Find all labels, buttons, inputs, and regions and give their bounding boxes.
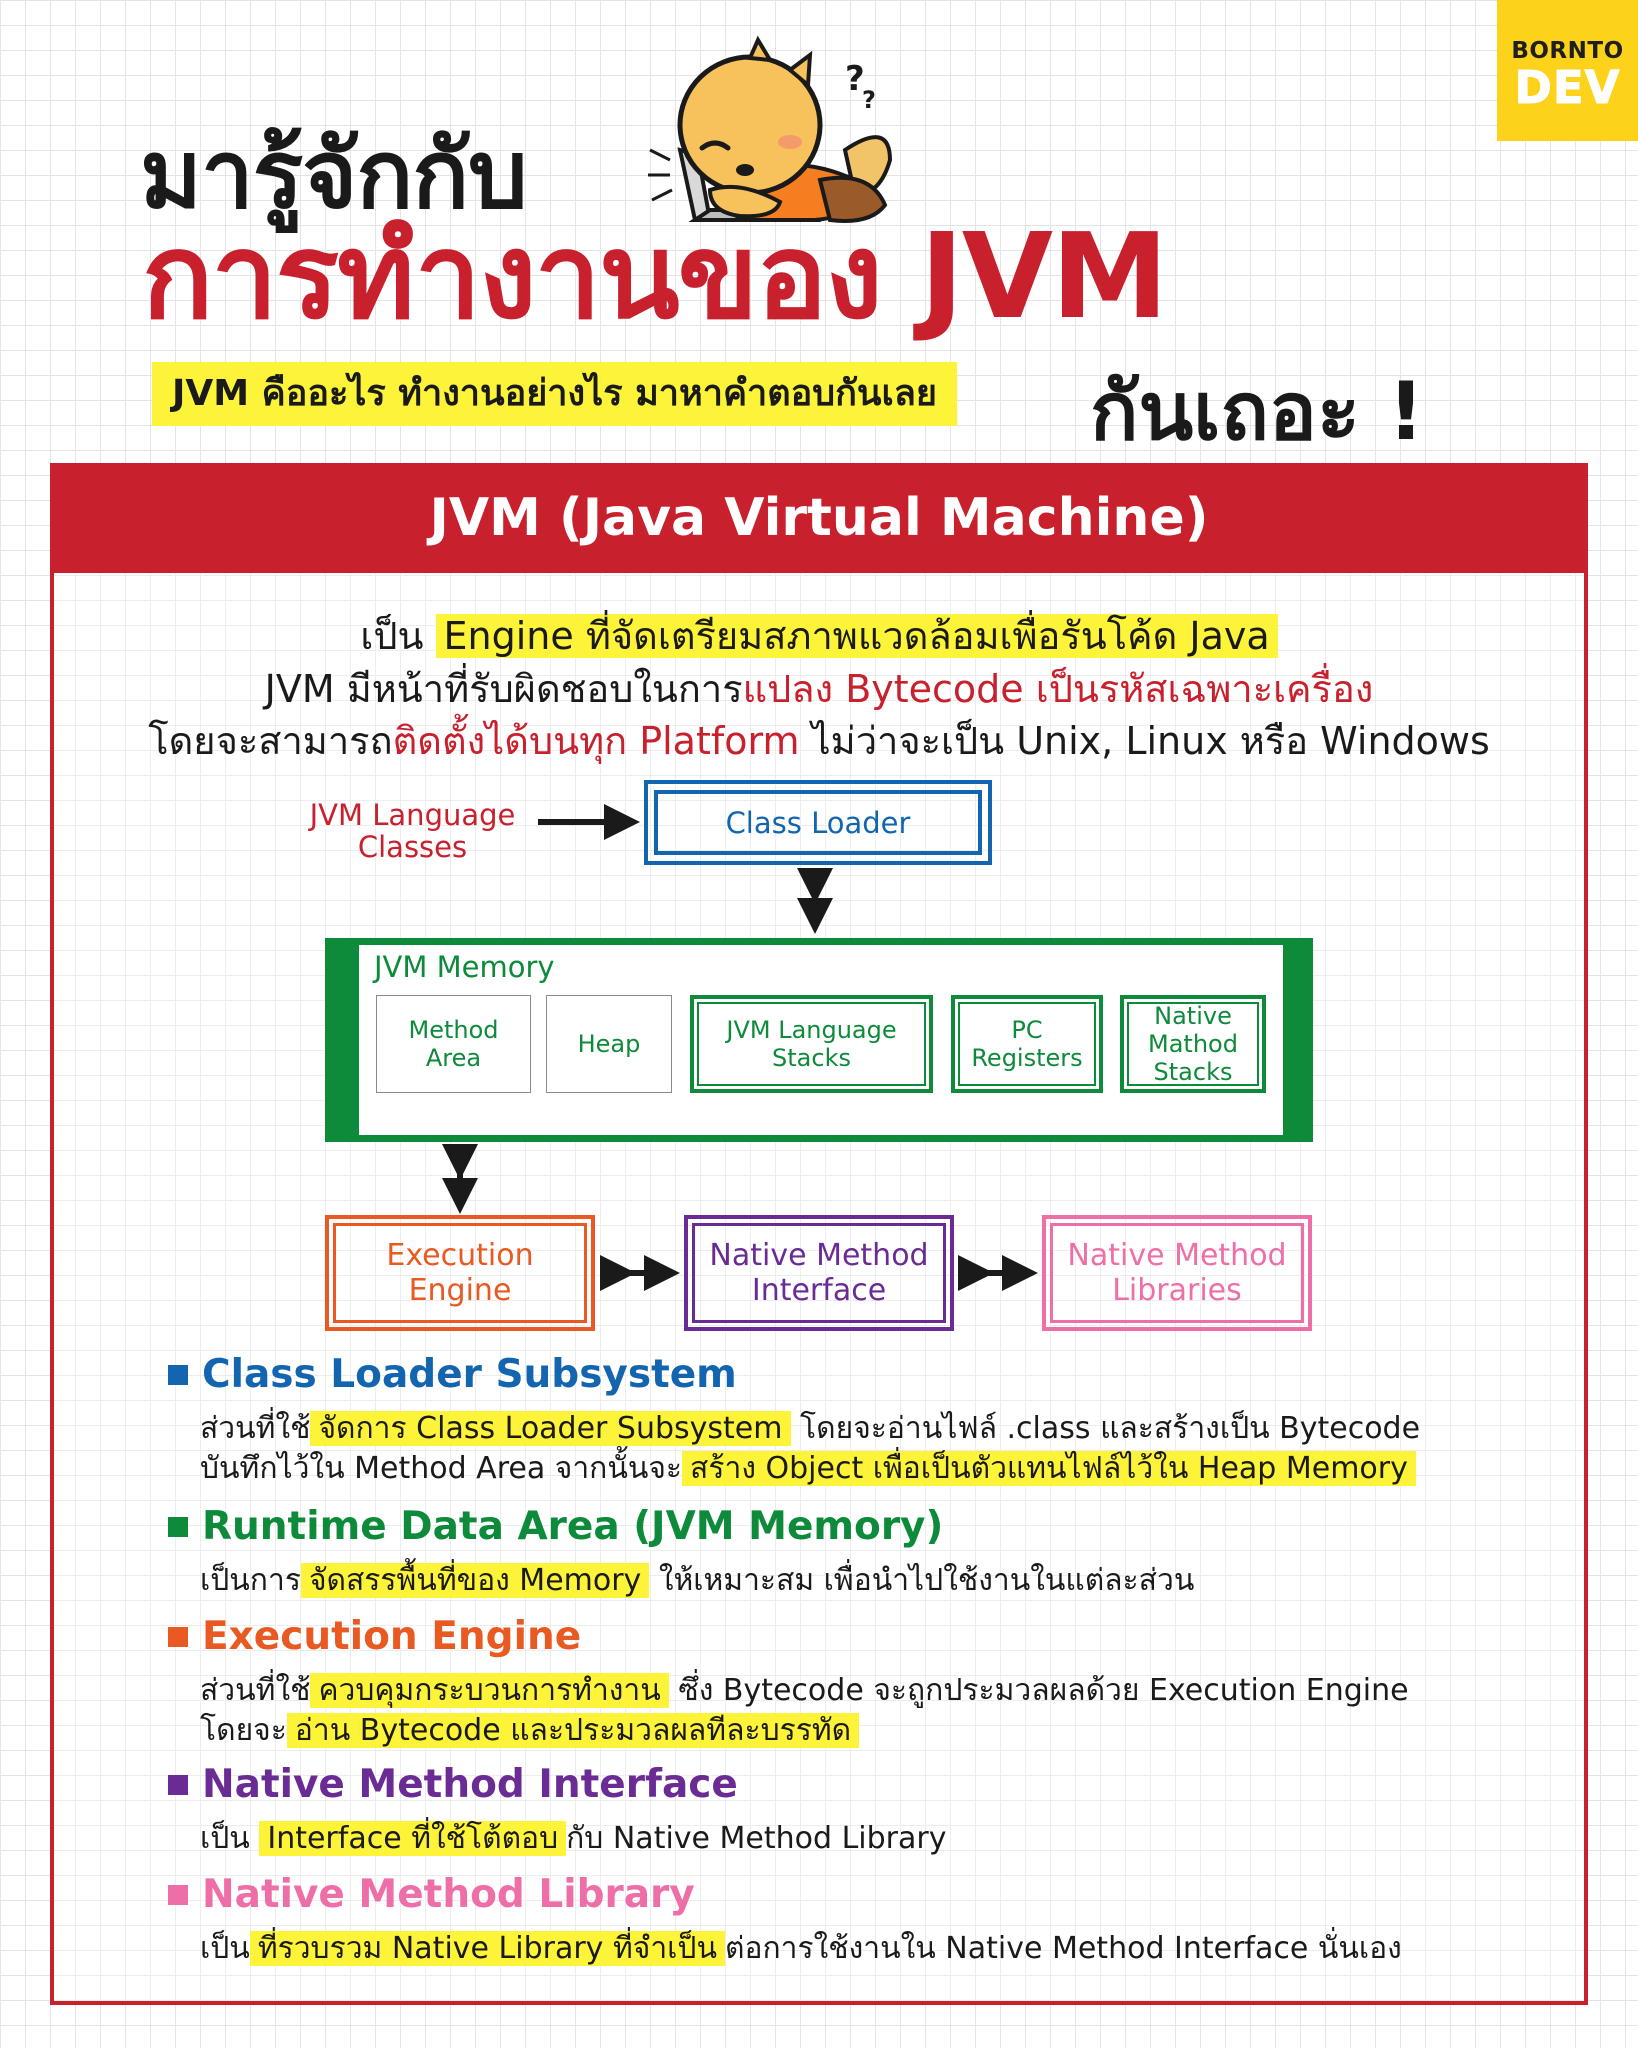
section-title-text: Execution Engine [202, 1614, 582, 1659]
highlight-segment: อ่าน Bytecode และประมวลผลทีละบรรทัด [286, 1713, 860, 1748]
text-segment: โดยจะ [200, 1713, 287, 1748]
text-segment: ส่วนที่ใช้ [200, 1673, 311, 1708]
title-line2: การทำงานของ JVM [142, 207, 1169, 345]
section-execution-engine-title: Execution Engine [168, 1614, 581, 1659]
section-nml-title: Native Method Library [168, 1872, 695, 1917]
text-segment: ซึ่ง Bytecode จะถูกประมวลผลด้วย Executio… [668, 1673, 1409, 1708]
bullet-square-icon [168, 1884, 188, 1905]
highlight-segment: Interface ที่ใช้โต้ตอบ [259, 1821, 567, 1856]
intro-line1-highlight: Engine ที่จัดเตรียมสภาพแวดล้อมเพื่อรันโค… [435, 614, 1278, 658]
highlight-segment: สร้าง Object เพื่อเป็นตัวแทนไฟล์ไว้ใน He… [682, 1451, 1416, 1486]
text-segment: โดยจะอ่านไฟล์ .class และสร้างเป็น Byteco… [790, 1411, 1421, 1446]
highlight-segment: จัดสรรพื้นที่ของ Memory [300, 1563, 650, 1598]
intro-line3: โดยจะสามารถติดตั้งได้บนทุก Platform ไม่ว… [50, 710, 1588, 771]
intro-line1: เป็น Engine ที่จัดเตรียมสภาพแวดล้อมเพื่อ… [50, 605, 1588, 666]
text-segment: ส่วนที่ใช้ [200, 1411, 311, 1446]
text-segment: ให้เหมาะสม เพื่อนำไปใช้งานในแต่ละส่วน [649, 1563, 1195, 1598]
title-line1: มารู้จักกับ [140, 121, 528, 230]
bullet-square-icon [168, 1774, 188, 1795]
jvm-panel [50, 463, 1588, 2005]
section-class-loader-line1: ส่วนที่ใช้จัดการ Class Loader Subsystem … [200, 1409, 1420, 1449]
intro-line2-red: แปลง Bytecode เป็นรหัสเฉพาะเครื่อง [742, 667, 1374, 711]
logo-line1: BORNTO [1511, 38, 1624, 64]
bullet-square-icon [168, 1364, 188, 1385]
bullet-square-icon [168, 1626, 188, 1647]
title-line3: กันเถอะ ! [1090, 365, 1425, 458]
text-segment: ต่อการใช้งานใน Native Method Interface น… [724, 1931, 1402, 1966]
text-segment: เป็น [200, 1821, 260, 1856]
logo-line2: DEV [1514, 61, 1621, 114]
native-method-interface-box: Native Method Interface [684, 1215, 954, 1331]
highlight-segment: ควบคุมกระบวนการทำงาน [310, 1673, 669, 1708]
section-execution-engine-line1: ส่วนที่ใช้ควบคุมกระบวนการทำงาน ซึ่ง Byte… [200, 1671, 1409, 1711]
panel-header: JVM (Java Virtual Machine) [50, 463, 1588, 573]
section-title-text: Class Loader Subsystem [202, 1352, 737, 1397]
text-segment: เป็น [200, 1931, 250, 1966]
intro-line2-prefix: JVM มีหน้าที่รับผิดชอบในการ [264, 667, 743, 711]
text-segment: เป็นการ [200, 1563, 301, 1598]
section-execution-engine-line2: โดยจะอ่าน Bytecode และประมวลผลทีละบรรทัด [200, 1711, 860, 1751]
borntodev-logo: BORNTO DEV [1497, 0, 1638, 141]
text-segment: กับ Native Method Library [566, 1821, 947, 1856]
jvm-language-classes-label: JVM Language Classes [309, 798, 516, 864]
native-method-stacks-box: Native Mathod Stacks [1120, 995, 1266, 1093]
intro-line2: JVM มีหน้าที่รับผิดชอบในการแปลง Bytecode… [50, 658, 1588, 719]
highlight-segment: จัดการ Class Loader Subsystem [310, 1411, 791, 1446]
section-class-loader-title: Class Loader Subsystem [168, 1352, 737, 1397]
execution-engine-box: Execution Engine [325, 1215, 595, 1331]
section-class-loader-line2: บันทึกไว้ใน Method Area จากนั้นจะสร้าง O… [200, 1449, 1416, 1489]
section-title-text: Native Method Interface [202, 1762, 738, 1807]
jvm-language-stacks-box: JVM Language Stacks [690, 995, 933, 1093]
section-title-text: Runtime Data Area (JVM Memory) [202, 1504, 944, 1549]
intro-line3-red: ติดตั้งได้บนทุก Platform [392, 719, 800, 763]
method-area-box: Method Area [376, 995, 531, 1093]
intro-line3-prefix: โดยจะสามารถ [148, 719, 393, 763]
mascot-illustration: ? ? [648, 35, 893, 223]
native-method-libraries-box: Native Method Libraries [1042, 1215, 1312, 1331]
bullet-square-icon [168, 1516, 188, 1537]
section-nmi-title: Native Method Interface [168, 1762, 738, 1807]
subtitle-highlight: JVM คืออะไร ทำงานอย่างไร มาหาคำตอบกันเลย [152, 362, 957, 426]
section-runtime-data-line1: เป็นการจัดสรรพื้นที่ของ Memory ให้เหมาะส… [200, 1561, 1194, 1601]
section-nmi-line1: เป็น Interface ที่ใช้โต้ตอบกับ Native Me… [200, 1819, 947, 1859]
section-nml-line1: เป็นที่รวบรวม Native Library ที่จำเป็นต่… [200, 1929, 1402, 1969]
intro-line3-suffix: ไม่ว่าจะเป็น Unix, Linux หรือ Windows [799, 719, 1490, 763]
pc-registers-box: PC Registers [951, 995, 1103, 1093]
jvm-memory-label: JVM Memory [374, 950, 555, 984]
heap-box: Heap [546, 995, 672, 1093]
section-title-text: Native Method Library [202, 1872, 695, 1917]
class-loader-box: Class Loader [644, 780, 992, 865]
intro-line1-prefix: เป็น [360, 614, 436, 658]
section-runtime-data-title: Runtime Data Area (JVM Memory) [168, 1504, 943, 1549]
svg-text:?: ? [845, 59, 865, 99]
highlight-segment: ที่รวบรวม Native Library ที่จำเป็น [249, 1931, 725, 1966]
svg-text:?: ? [862, 86, 876, 114]
text-segment: บันทึกไว้ใน Method Area จากนั้นจะ [200, 1451, 683, 1486]
